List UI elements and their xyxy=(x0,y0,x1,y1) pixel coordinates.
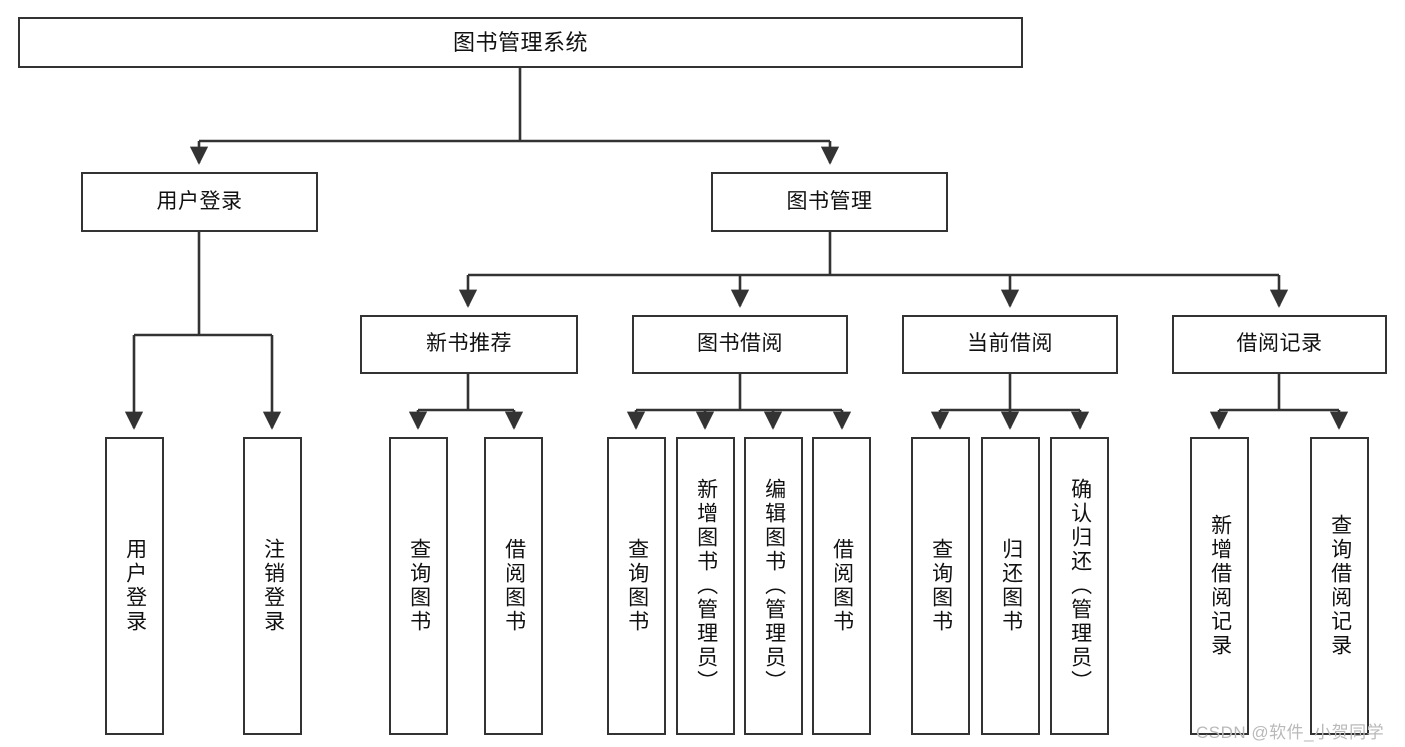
node-leaf-query-book-1[interactable]: 查询图书 xyxy=(389,437,448,735)
node-leaf-user-login[interactable]: 用户登录 xyxy=(105,437,164,735)
node-label: 新书推荐 xyxy=(426,332,512,356)
node-label: 查询图书 xyxy=(407,538,431,634)
node-label: 图书借阅 xyxy=(697,332,783,356)
node-leaf-query-book-2[interactable]: 查询图书 xyxy=(607,437,666,735)
node-label: 图书管理系统 xyxy=(452,29,588,55)
node-book-manage[interactable]: 图书管理 xyxy=(711,172,948,232)
node-leaf-borrow-book-1[interactable]: 借阅图书 xyxy=(484,437,543,735)
node-leaf-borrow-book-2[interactable]: 借阅图书 xyxy=(812,437,871,735)
node-label: 编辑图书（管理员） xyxy=(762,478,786,694)
node-label: 当前借阅 xyxy=(967,332,1053,356)
node-label: 新增借阅记录 xyxy=(1208,514,1232,658)
node-user-login[interactable]: 用户登录 xyxy=(81,172,318,232)
node-label: 用户登录 xyxy=(156,189,243,213)
node-label: 查询图书 xyxy=(625,538,649,634)
node-label: 新增图书（管理员） xyxy=(694,478,718,694)
node-leaf-return-book[interactable]: 归还图书 xyxy=(981,437,1040,735)
node-label: 归还图书 xyxy=(999,538,1023,634)
node-label: 借阅记录 xyxy=(1236,332,1323,356)
node-leaf-add-record[interactable]: 新增借阅记录 xyxy=(1190,437,1249,735)
node-leaf-user-logout[interactable]: 注销登录 xyxy=(243,437,302,735)
node-borrow-record[interactable]: 借阅记录 xyxy=(1172,315,1387,374)
node-current-borrow[interactable]: 当前借阅 xyxy=(902,315,1118,374)
node-leaf-query-record[interactable]: 查询借阅记录 xyxy=(1310,437,1369,735)
node-leaf-edit-book[interactable]: 编辑图书（管理员） xyxy=(744,437,803,735)
node-label: 借阅图书 xyxy=(502,538,526,634)
node-label: 注销登录 xyxy=(261,538,285,634)
node-leaf-add-book[interactable]: 新增图书（管理员） xyxy=(676,437,735,735)
node-label: 用户登录 xyxy=(123,538,147,634)
node-label: 确认归还（管理员） xyxy=(1068,478,1092,694)
node-book-borrow[interactable]: 图书借阅 xyxy=(632,315,848,374)
node-new-book-rec[interactable]: 新书推荐 xyxy=(360,315,578,374)
node-leaf-confirm-return[interactable]: 确认归还（管理员） xyxy=(1050,437,1109,735)
node-label: 图书管理 xyxy=(786,189,873,213)
node-label: 查询借阅记录 xyxy=(1328,514,1352,658)
node-leaf-query-book-3[interactable]: 查询图书 xyxy=(911,437,970,735)
node-label: 查询图书 xyxy=(929,538,953,634)
node-root-system[interactable]: 图书管理系统 xyxy=(18,17,1023,68)
node-label: 借阅图书 xyxy=(830,538,854,634)
